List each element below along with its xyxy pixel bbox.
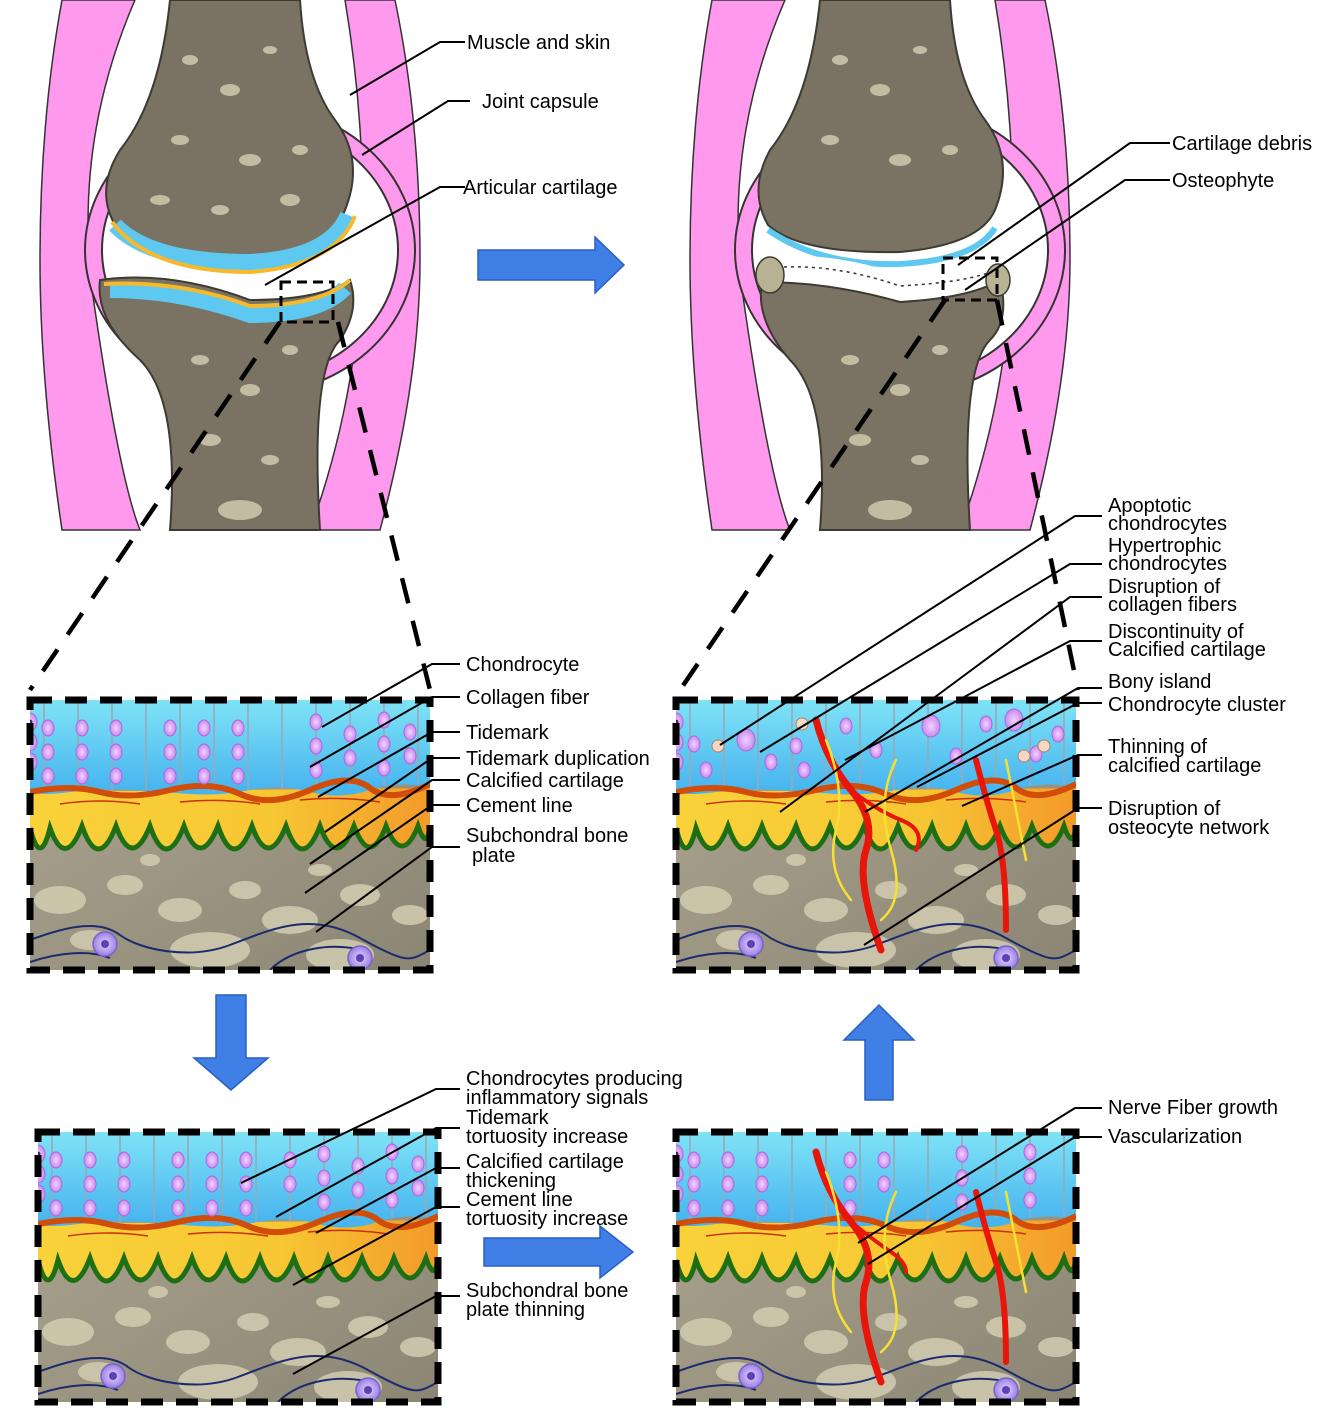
label-bony-island: Bony island xyxy=(1108,671,1211,693)
early-labels: Chondrocytes producing inflammatory sign… xyxy=(466,1068,683,1321)
label-cartilage-debris: Cartilage debris xyxy=(1172,133,1312,155)
label-disruption-collagen-2: collagen fibers xyxy=(1108,594,1237,616)
arrow-up-right xyxy=(844,1005,914,1100)
oa-joint xyxy=(690,0,1070,530)
label-chondrocyte-cluster: Chondrocyte cluster xyxy=(1108,694,1286,716)
label-hypertrophic-2: chondrocytes xyxy=(1108,553,1227,575)
panel-mid xyxy=(669,1132,1076,1403)
label-calcified-cartilage: Calcified cartilage xyxy=(466,770,624,792)
label-thinning-2: calcified cartilage xyxy=(1108,755,1261,777)
label-joint-capsule: Joint capsule xyxy=(482,91,599,113)
normal-labels: Chondrocyte Collagen fiber Tidemark Tide… xyxy=(466,654,650,867)
label-articular-cartilage: Articular cartilage xyxy=(463,177,618,199)
label-nerve-fiber-growth: Nerve Fiber growth xyxy=(1108,1097,1278,1119)
panel-late xyxy=(669,700,1076,971)
label-chondrocyte: Chondrocyte xyxy=(466,654,579,676)
label-cement-line: Cement line xyxy=(466,795,573,817)
label-tidemark-tort-2: tortuosity increase xyxy=(466,1126,628,1148)
label-inflammatory-signals: inflammatory signals xyxy=(466,1087,648,1109)
label-tidemark: Tidemark xyxy=(466,722,550,744)
label-tidemark-duplication: Tidemark duplication xyxy=(466,748,650,770)
panel-early xyxy=(31,1132,438,1403)
label-cement-tort-2: tortuosity increase xyxy=(466,1208,628,1230)
mid-labels: Nerve Fiber growth Vascularization xyxy=(1108,1097,1278,1148)
label-collagen-fiber: Collagen fiber xyxy=(466,687,590,709)
label-subchondral-plate: plate xyxy=(472,845,515,867)
arrow-down-left xyxy=(194,995,268,1090)
arrow-right-top xyxy=(478,237,624,293)
arrow-right-bottom xyxy=(484,1226,633,1278)
label-bone-thin-2: plate thinning xyxy=(466,1299,585,1321)
label-muscle-skin: Muscle and skin xyxy=(467,32,610,54)
panel-normal xyxy=(23,700,430,971)
label-discontinuity-2: Calcified cartilage xyxy=(1108,639,1266,661)
label-osteocyte-2: osteocyte network xyxy=(1108,817,1270,839)
label-osteophyte: Osteophyte xyxy=(1172,170,1274,192)
label-subchondral-bone: Subchondral bone xyxy=(466,825,628,847)
late-labels: Apoptotic chondrocytes Hypertrophic chon… xyxy=(1108,495,1286,839)
normal-joint xyxy=(40,0,420,530)
label-vascularization: Vascularization xyxy=(1108,1126,1242,1148)
label-apoptotic-2: chondrocytes xyxy=(1108,513,1227,535)
